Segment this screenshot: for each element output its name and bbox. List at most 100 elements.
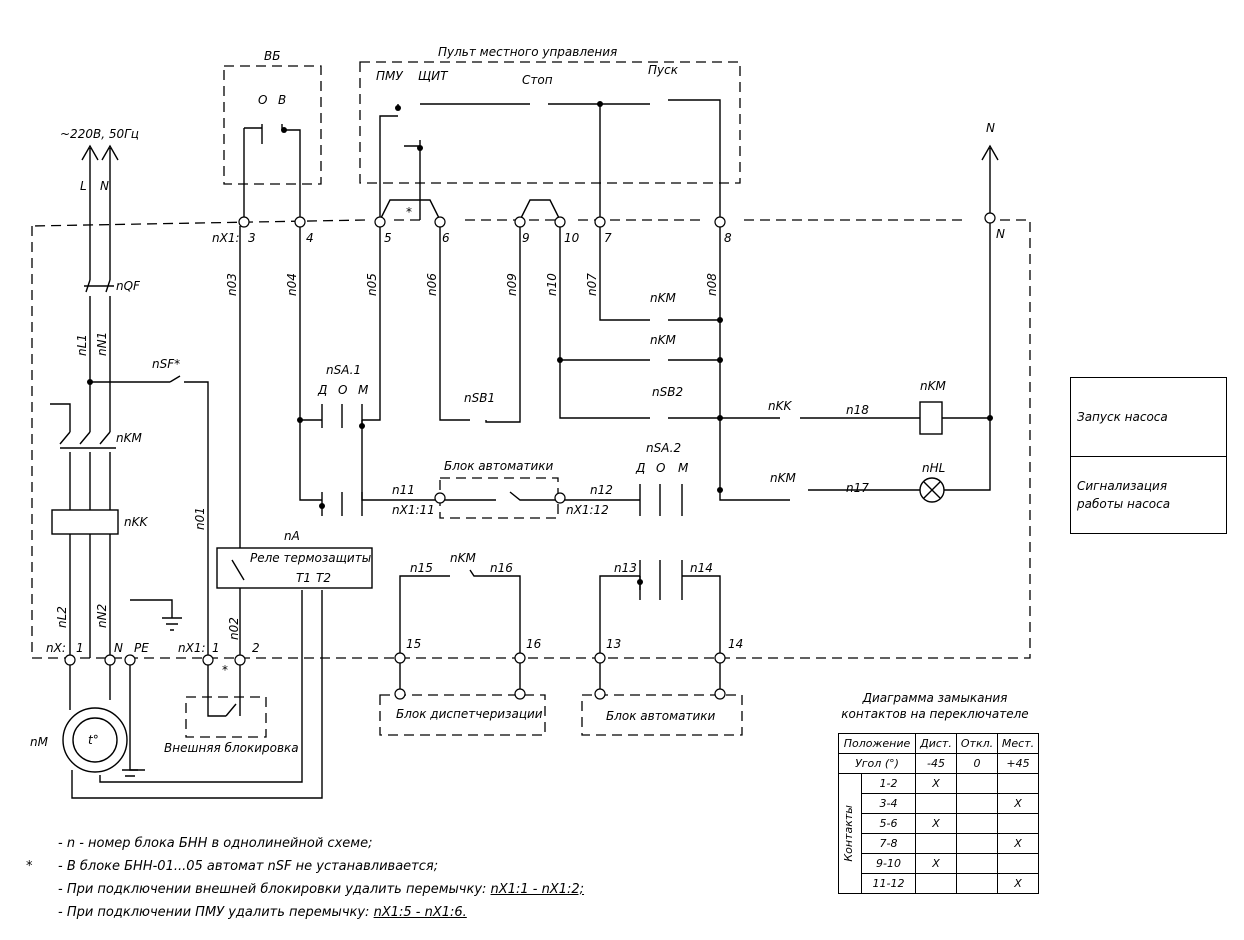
label-shchit: ЩИТ: [418, 69, 449, 83]
cdiag-cell: 7-8: [861, 833, 916, 854]
wire-n16: n16: [490, 561, 513, 575]
comp-nX1-12: nX1:12: [566, 503, 609, 517]
cdiag-group-label: Контакты: [842, 805, 855, 862]
wire-n01: n01: [193, 507, 207, 530]
term-14: 14: [728, 637, 743, 651]
cdiag-group-cell: Контакты: [838, 773, 862, 894]
cdiag-cell: [956, 793, 998, 814]
cdiag-cell: 3-4: [861, 793, 916, 814]
comp-sa1-o: О: [338, 383, 347, 397]
enclosures: [31, 61, 1031, 738]
label-L: L: [80, 179, 87, 193]
legend-signal-text: Сигнализация работы насоса: [1077, 477, 1170, 513]
comp-nSA2: nSA.2: [646, 441, 681, 455]
wire-n11: n11: [392, 483, 415, 497]
term-8: 8: [724, 231, 732, 245]
cdiag-angle-row: Угол (°) -45 0 +45: [838, 753, 1039, 774]
cdiag-cell: [956, 853, 998, 874]
term-nx1: nX1:: [212, 231, 240, 245]
wire-n14: n14: [690, 561, 713, 575]
wire-n03: n03: [225, 273, 239, 296]
comp-blok-avt-top: Блок автоматики: [444, 459, 554, 473]
wire-n06: n06: [425, 273, 439, 296]
comp-blok-avt-bottom: Блок автоматики: [606, 709, 716, 723]
note-2-text: - В блоке БНН-01...05 автомат nSF не уст…: [58, 859, 439, 874]
wire-n13: n13: [614, 561, 637, 575]
cdiag-cell: [915, 793, 957, 814]
comp-nSA1: nSA.1: [326, 363, 361, 377]
cdiag-cell: [997, 813, 1039, 834]
wire-nL1: nL1: [75, 334, 89, 356]
term-b1b: 1: [212, 641, 220, 655]
label-N: N: [100, 179, 109, 193]
term-10: 10: [564, 231, 580, 245]
comp-nKK-coil: nKK: [768, 399, 792, 413]
cdiag-cell: [997, 773, 1039, 794]
cdiag-row: 11-12 X: [839, 873, 1039, 894]
cdiag-cell: X: [915, 813, 957, 834]
legend-row-start: Запуск насоса: [1071, 378, 1226, 457]
comp-nKM-2: nKM: [650, 333, 676, 347]
cdiag-h-mest: Мест.: [997, 733, 1039, 754]
comp-T2: T2: [316, 571, 331, 585]
legend-signal-line2: работы насоса: [1077, 497, 1171, 511]
wire-nN1: nN1: [95, 332, 109, 356]
cdiag-row: 5-6 X: [839, 813, 1039, 834]
wire-nN2: nN2: [95, 604, 109, 628]
wire-nL2: nL2: [55, 606, 69, 628]
comp-nSF: nSF*: [152, 357, 180, 371]
contact-diagram-title-line1: Диаграмма замыкания: [862, 691, 1008, 705]
terminals-group: [64, 101, 996, 700]
legend-start-text: Запуск насоса: [1077, 410, 1168, 424]
cdiag-angle-dist: -45: [915, 753, 957, 774]
cdiag-cell: [915, 833, 957, 854]
wire-n18: n18: [846, 403, 869, 417]
term-star1: *: [406, 205, 412, 219]
wire-n10: n10: [545, 273, 559, 296]
notes: - n - номер блока БНН в однолинейной схе…: [26, 832, 585, 924]
cdiag-header-row: Положение Дист. Откл. Мест.: [838, 733, 1039, 754]
label-vb-o: О: [258, 93, 267, 107]
comp-nM: nM: [30, 735, 49, 749]
cdiag-row: 9-10 X: [839, 853, 1039, 874]
term-16: 16: [526, 637, 542, 651]
comp-sa2-d: Д: [635, 461, 645, 475]
cdiag-cell: 11-12: [861, 873, 916, 894]
term-7: 7: [604, 231, 612, 245]
cdiag-cell: [956, 833, 998, 854]
legend-box: Запуск насоса Сигнализация работы насоса: [1070, 377, 1227, 534]
note-4-text: - При подключении ПМУ удалить перемычку:: [58, 905, 370, 920]
contact-diagram-title-line2: контактов на переключателе: [841, 707, 1029, 721]
comp-nHL: nHL: [922, 461, 945, 475]
cdiag-cell: [956, 813, 998, 834]
term-b2: 2: [252, 641, 260, 655]
comp-sa1-d: Д: [317, 383, 327, 397]
label-supply: ~220В, 50Гц: [60, 127, 139, 141]
term-4: 4: [306, 231, 314, 245]
label-N-term: N: [996, 227, 1005, 241]
cdiag-h-otkl: Откл.: [956, 733, 998, 754]
comp-nKM-main: nKM: [116, 431, 142, 445]
note-1: - n - номер блока БНН в однолинейной схе…: [40, 832, 584, 855]
comp-nKM-4: nKM: [450, 551, 476, 565]
wire-n07: n07: [585, 273, 599, 296]
cdiag-cell: [956, 873, 998, 894]
term-6: 6: [442, 231, 450, 245]
cdiag-angle-otkl: 0: [956, 753, 998, 774]
cdiag-angle-mest: +45: [997, 753, 1039, 774]
wires: [50, 99, 999, 799]
comp-sa2-m: М: [678, 461, 689, 475]
comp-nKM-3: nKM: [770, 471, 796, 485]
cdiag-angle-label: Угол (°): [838, 753, 916, 774]
comp-nSB2: nSB2: [652, 385, 683, 399]
cdiag-cell: [997, 853, 1039, 874]
contact-diagram-title: Диаграмма замыкания контактов на переклю…: [830, 690, 1040, 722]
wire-n15: n15: [410, 561, 433, 575]
note-3-text: - При подключении внешней блокировки уда…: [58, 882, 487, 897]
cdiag-cell: 5-6: [861, 813, 916, 834]
note-3-jumper: nX1:1 - nX1:2;: [490, 882, 585, 897]
comp-nQF: nQF: [116, 279, 141, 293]
cdiag-row: 7-8 X: [839, 833, 1039, 854]
legend-row-signal: Сигнализация работы насоса: [1071, 457, 1226, 533]
term-star2: *: [222, 663, 228, 677]
